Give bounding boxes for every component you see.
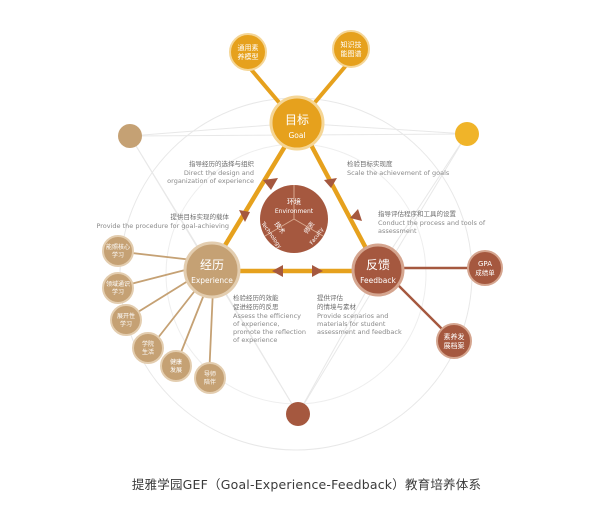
annotation-experience-to-feedback: 提供评估 的情境与素材 Provide scenarios and materi… bbox=[317, 293, 402, 336]
node-experience: 经历 Experience bbox=[183, 241, 241, 299]
goal-en: Goal bbox=[288, 131, 305, 140]
ann-g2e-en2: organization of experience bbox=[167, 177, 254, 185]
experience-cn: 经历 bbox=[200, 258, 224, 272]
annotation-experience-to-goal: 提供目标实现的载体 Provide the procedure for goal… bbox=[96, 212, 229, 230]
feedback-connectors bbox=[395, 266, 472, 332]
center-environment-cn: 环境 bbox=[287, 197, 301, 206]
fb-sat-2-line1: 素养发 bbox=[444, 332, 465, 341]
outer-dot-left bbox=[118, 124, 142, 148]
outer-dot-bottom bbox=[286, 402, 310, 426]
center-circle: 环境 Environment 技术 Technology 师资 Faculty bbox=[259, 185, 328, 253]
triangle-edges bbox=[218, 140, 371, 274]
exp-sat-6-line1: 导师 bbox=[204, 370, 216, 378]
center-environment-en: Environment bbox=[275, 208, 314, 215]
outer-dot-right bbox=[455, 122, 479, 146]
ann-f2e-cn1: 检验经历的效能 bbox=[233, 293, 279, 302]
ann-e2f-en1: Provide scenarios and bbox=[317, 312, 388, 320]
ann-f2e-cn2: 促进经历的反思 bbox=[233, 302, 279, 311]
arrowheads bbox=[239, 178, 362, 277]
experience-satellites bbox=[102, 235, 226, 394]
feedback-cn: 反馈 bbox=[366, 258, 390, 272]
annotation-feedback-to-experience: 检验经历的效能 促进经历的反思 Assess the efficiency of… bbox=[233, 293, 306, 344]
goal-sat-1-line2: 养模型 bbox=[238, 52, 259, 61]
ann-g2f-en: Scale the achievement of goals bbox=[347, 169, 450, 177]
fb-sat-2-line2: 展档案 bbox=[444, 341, 465, 350]
exp-sat-5-line2: 发展 bbox=[170, 366, 182, 374]
feedback-satellite-gpa: GPA 成绩单 bbox=[467, 250, 503, 286]
feedback-satellite-portfolio: 素养发 展档案 bbox=[436, 323, 472, 359]
exp-sat-3-line1: 展开性 bbox=[117, 312, 135, 320]
feedback-en: Feedback bbox=[360, 276, 396, 285]
exp-sat-1-line1: 能照核心 bbox=[106, 243, 130, 251]
exp-sat-6-line2: 陪伴 bbox=[204, 378, 216, 386]
annotation-feedback-to-goal: 指导评估程序和工具的设置 Conduct the process and too… bbox=[378, 209, 486, 235]
goal-sat-2-line2: 能图谱 bbox=[341, 49, 362, 58]
ann-f2g-en1: Conduct the process and tools of bbox=[378, 219, 486, 227]
ann-f2e-en4: of experience bbox=[233, 336, 277, 344]
gef-diagram: 环境 Environment 技术 Technology 师资 Faculty … bbox=[96, 30, 503, 451]
ann-e2f-en2: materials for student bbox=[317, 320, 386, 328]
ann-f2e-en2: of experience, bbox=[233, 320, 279, 328]
fb-sat-1-line2: 成绩单 bbox=[475, 268, 495, 277]
ann-e2f-cn2: 的情境与素材 bbox=[317, 302, 357, 311]
goal-sat-1-line1: 通用素 bbox=[238, 43, 259, 52]
experience-satellite-labels: 能照核心 学习 领域通识 学习 展开性 学习 学院 生活 健康 发展 导师 陪伴 bbox=[106, 243, 216, 386]
fb-sat-1-line1: GPA bbox=[478, 260, 492, 268]
ann-e2g-en: Provide the procedure for goal-achieving bbox=[96, 222, 229, 230]
goal-sat-2-line1: 知识技 bbox=[341, 40, 362, 49]
experience-en: Experience bbox=[191, 276, 233, 285]
ann-g2f-cn: 检验目标实现度 bbox=[347, 159, 393, 168]
ann-f2g-cn: 指导评估程序和工具的设置 bbox=[378, 209, 457, 218]
ann-e2f-en3: assessment and feedback bbox=[317, 328, 402, 336]
exp-sat-3-line2: 学习 bbox=[120, 320, 132, 328]
diagram-caption: 提雅学园GEF（Goal-Experience-Feedback）教育培养体系 bbox=[131, 477, 482, 492]
goal-satellite-2: 知识技 能图谱 bbox=[332, 30, 370, 68]
ann-f2e-en1: Assess the efficiency bbox=[233, 312, 301, 320]
ann-g2e-cn: 指导经历的选择与组织 bbox=[189, 159, 255, 168]
exp-sat-5-line1: 健康 bbox=[170, 358, 182, 366]
goal-satellite-1: 通用素 养模型 bbox=[229, 33, 267, 71]
annotation-goal-to-experience: 指导经历的选择与组织 Direct the design and organiz… bbox=[167, 159, 254, 185]
ann-f2g-en2: assessment bbox=[378, 227, 417, 235]
exp-sat-4-line1: 学院 bbox=[142, 340, 154, 348]
node-feedback: 反馈 Feedback bbox=[351, 243, 405, 297]
ann-f2e-en3: promote the reflection bbox=[233, 328, 306, 336]
exp-sat-2-line2: 学习 bbox=[112, 288, 124, 296]
exp-sat-4-line2: 生活 bbox=[142, 348, 154, 356]
ann-e2f-cn1: 提供评估 bbox=[317, 293, 344, 302]
ann-g2e-en1: Direct the design and bbox=[184, 169, 254, 177]
goal-cn: 目标 bbox=[285, 113, 309, 127]
annotation-goal-to-feedback: 检验目标实现度 Scale the achievement of goals bbox=[347, 159, 450, 177]
ann-e2g-cn: 提供目标实现的载体 bbox=[171, 212, 230, 221]
exp-sat-1-line2: 学习 bbox=[112, 251, 124, 259]
exp-sat-2-line1: 领域通识 bbox=[106, 280, 130, 288]
node-goal: 目标 Goal bbox=[269, 95, 325, 151]
